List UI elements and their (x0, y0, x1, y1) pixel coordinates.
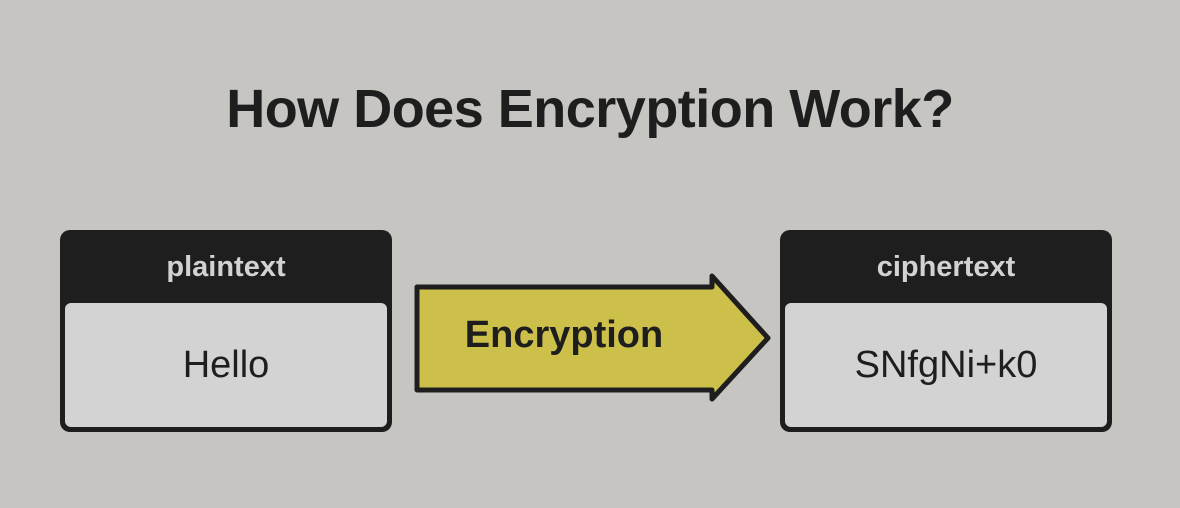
plaintext-header: plaintext (166, 251, 286, 283)
plaintext-value: Hello (65, 303, 387, 427)
ciphertext-value: SNfgNi+k0 (785, 303, 1107, 427)
ciphertext-header: ciphertext (876, 251, 1016, 283)
diagram-title: How Does Encryption Work? (226, 79, 954, 139)
ciphertext-box: ciphertext SNfgNi+k0 (780, 230, 1112, 432)
plaintext-box: plaintext Hello (60, 230, 392, 432)
encryption-label: Encryption (464, 314, 664, 356)
encryption-arrow-icon (414, 273, 771, 402)
